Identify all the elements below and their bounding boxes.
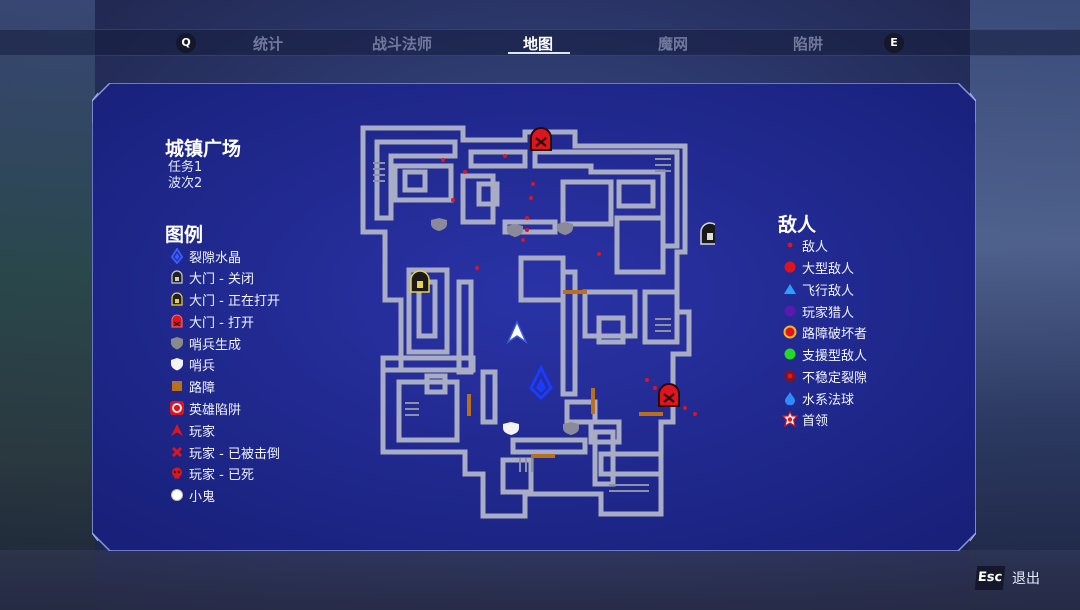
background-bottom-scene	[0, 550, 1080, 610]
legend-label: 大门 - 正在打开	[189, 293, 280, 309]
enemy-label: 首领	[802, 413, 829, 429]
player-hunter-icon	[781, 302, 799, 320]
active-tab-indicator	[508, 52, 570, 54]
enemy-label: 敌人	[802, 239, 829, 255]
enemy-label: 支援型敌人	[802, 348, 868, 364]
sentry-icon	[168, 355, 186, 373]
next-tab-key[interactable]: E	[884, 33, 904, 53]
enemy-dot-icon	[781, 236, 799, 254]
gate-opening-icon	[410, 270, 430, 293]
legend-label: 玩家 - 已被击倒	[189, 446, 280, 462]
enemy-label: 水系法球	[802, 392, 855, 408]
boss-icon	[781, 410, 799, 428]
legend-label: 玩家 - 已死	[189, 467, 254, 483]
exit-button[interactable]: Esc 退出	[974, 566, 1040, 590]
legend-item-player-dead: 玩家 - 已死	[168, 464, 254, 483]
tab-stats[interactable]: 统计	[253, 35, 284, 53]
legend-item-gate-opening: 大门 - 正在打开	[168, 290, 280, 309]
legend-item-player: 玩家	[168, 421, 216, 440]
enemy-item-water-orb: 水系法球	[781, 389, 855, 408]
enemy-item-support: 支援型敌人	[781, 345, 868, 364]
tab-traps[interactable]: 陷阱	[793, 35, 824, 53]
hero-trap-icon	[168, 399, 186, 417]
legend-label: 英雄陷阱	[189, 402, 242, 418]
enemy-label: 大型敌人	[802, 261, 855, 277]
enemy-item-large: 大型敌人	[781, 258, 855, 277]
map-stairs	[373, 158, 671, 492]
mission-label: 任务1	[168, 160, 203, 175]
enemy-item-boss: 首领	[781, 410, 829, 429]
legend-label: 哨兵	[189, 358, 216, 374]
legend-label: 大门 - 关闭	[189, 271, 254, 287]
legend-item-barricade: 路障	[168, 377, 216, 396]
background-left-scene	[0, 0, 95, 610]
rift-crystal-icon	[529, 364, 553, 401]
enemy-item-player-hunter: 玩家猎人	[781, 302, 855, 321]
gate-closed-icon	[168, 268, 186, 286]
location-title: 城镇广场	[165, 138, 242, 160]
support-enemy-icon	[781, 345, 799, 363]
background-right-scene	[970, 0, 1080, 610]
legend-item-gate-closed: 大门 - 关闭	[168, 268, 254, 287]
enemies-title: 敌人	[778, 214, 817, 236]
unstable-rift-icon	[781, 367, 799, 385]
legend-label: 裂隙水晶	[189, 250, 242, 266]
prev-tab-key[interactable]: Q	[176, 33, 196, 53]
legend-label: 路障	[189, 380, 216, 396]
flying-enemy-icon	[781, 280, 799, 298]
enemy-item-flying: 飞行敌人	[781, 280, 855, 299]
player-icon	[506, 320, 528, 345]
imp-icon	[168, 486, 186, 504]
sentry-spawn-icon	[168, 334, 186, 352]
barricade-icon	[168, 377, 186, 395]
gate-open-icon	[168, 312, 186, 330]
rift-crystal-icon	[168, 247, 186, 265]
enemy-label: 路障破坏者	[802, 326, 868, 342]
legend-item-sentry: 哨兵	[168, 355, 216, 374]
enemy-label: 不稳定裂隙	[802, 370, 868, 386]
exit-label: 退出	[1012, 571, 1040, 587]
legend-item-rift-crystal: 裂隙水晶	[168, 247, 242, 266]
legend-item-gate-open: 大门 - 打开	[168, 312, 254, 331]
enemy-item-enemy: 敌人	[781, 236, 829, 255]
legend-item-sentry-spawn: 哨兵生成	[168, 334, 242, 353]
gate-opening-icon	[168, 290, 186, 308]
gate-open-icon	[530, 127, 552, 151]
enemy-item-barricade-breaker: 路障破坏者	[781, 323, 868, 342]
legend-title: 图例	[165, 224, 204, 246]
tab-battle-mage[interactable]: 战斗法师	[372, 35, 433, 53]
legend-label: 大门 - 打开	[189, 315, 254, 331]
player-downed-icon	[168, 443, 186, 461]
sentry-icon	[503, 422, 519, 435]
esc-key: Esc	[974, 566, 1006, 590]
legend-label: 哨兵生成	[189, 337, 242, 353]
map-panel	[92, 83, 976, 551]
water-orb-icon	[781, 389, 799, 407]
gate-open-icon	[658, 383, 680, 407]
legend-label: 玩家	[189, 424, 216, 440]
player-icon	[168, 421, 186, 439]
enemy-label: 飞行敌人	[802, 283, 855, 299]
map-gates	[410, 127, 720, 407]
barricade-breaker-icon	[781, 323, 799, 341]
large-enemy-icon	[781, 258, 799, 276]
legend-item-player-downed: 玩家 - 已被击倒	[168, 443, 280, 462]
legend-item-imp: 小鬼	[168, 486, 216, 505]
gate-closed-icon	[700, 222, 720, 245]
map-sentry-spawns	[431, 218, 579, 435]
player-dead-icon	[168, 464, 186, 482]
map-walls	[360, 125, 692, 519]
level-map[interactable]	[315, 122, 720, 522]
map-barricades	[467, 290, 663, 458]
legend-item-hero-trap: 英雄陷阱	[168, 399, 242, 418]
map-enemy-dots	[315, 154, 697, 416]
tab-ley-net[interactable]: 魔网	[658, 35, 689, 53]
wave-label: 波次2	[168, 176, 203, 191]
enemy-item-unstable-rift: 不稳定裂隙	[781, 367, 868, 386]
tab-map[interactable]: 地图	[523, 35, 554, 53]
legend-label: 小鬼	[189, 489, 216, 505]
enemy-label: 玩家猎人	[802, 305, 855, 321]
